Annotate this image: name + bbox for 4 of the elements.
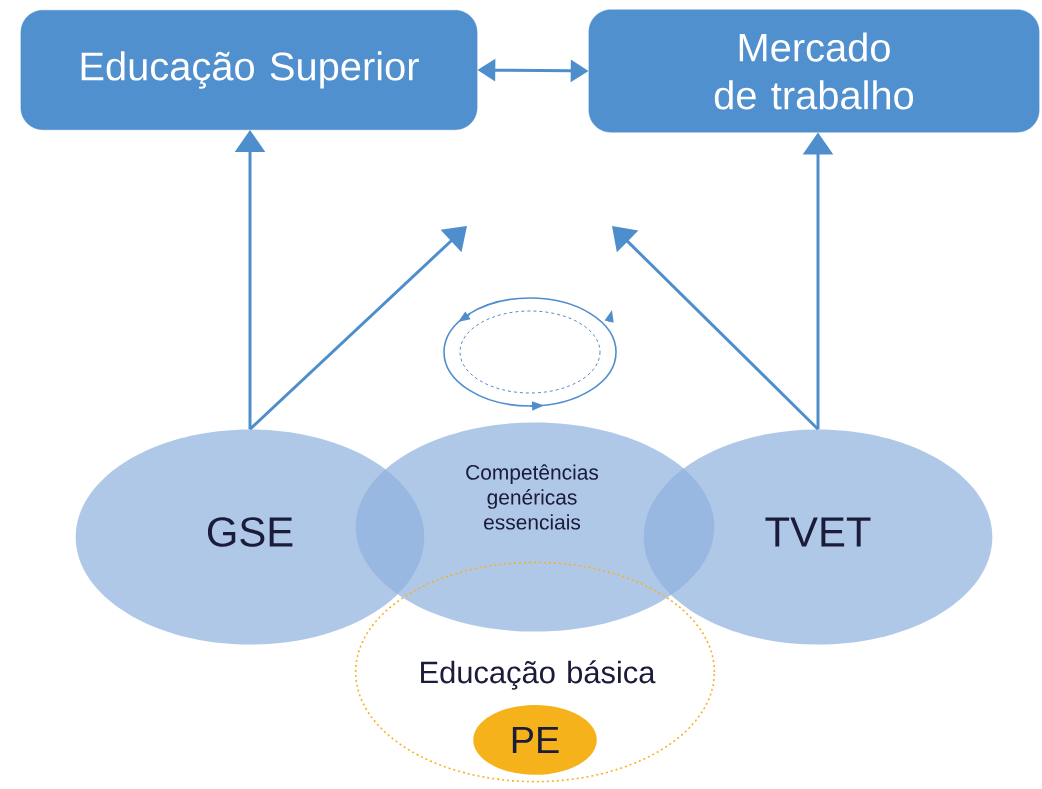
rounded-box: Mercado de trabalho xyxy=(588,9,1040,133)
arrow xyxy=(612,226,820,431)
rounded-box: Educação Superior xyxy=(20,10,478,130)
arrow xyxy=(249,226,467,431)
